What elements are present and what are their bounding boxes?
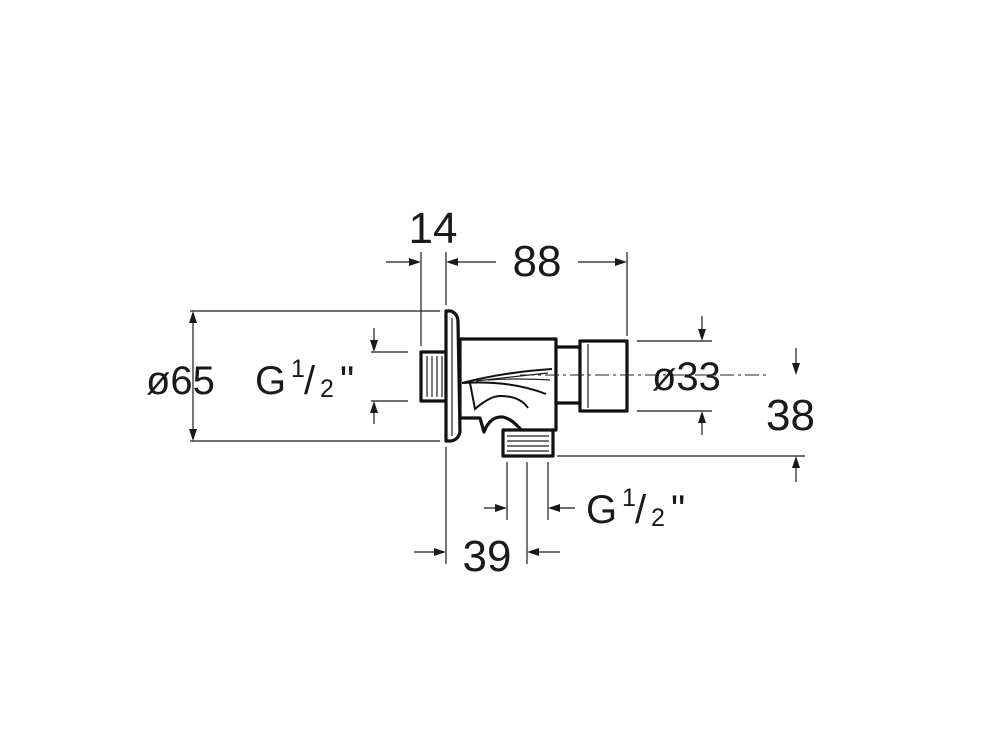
dimension-lines [189,252,805,564]
dim-cap-diameter: ø33 [652,355,721,399]
valve-part [419,309,770,458]
dim-outlet-offset: 39 [463,532,512,581]
svg-text:ø65: ø65 [146,359,215,403]
svg-text:2: 2 [320,375,334,403]
dim-flange-thickness: 14 [409,204,458,253]
dim-flange-diameter-label: ø65 G 1 / 2 " [146,355,354,403]
valve-body [458,337,558,442]
dim-outlet-height: 38 [766,391,815,440]
push-cap [554,339,629,413]
svg-text:G: G [255,359,286,403]
dim-outlet-thread-label: G 1 / 2 " [586,484,685,532]
svg-text:2: 2 [651,504,665,532]
svg-text:/: / [304,359,316,403]
svg-text:G: G [586,488,617,532]
svg-text:": " [340,359,354,403]
svg-text:1: 1 [291,355,305,383]
svg-text:": " [671,488,685,532]
inlet-thread-stub [419,350,448,403]
wall-flange [444,309,462,443]
outlet-thread-stub [501,428,555,458]
dim-body-length: 88 [513,237,562,286]
svg-text:/: / [635,488,647,532]
svg-text:1: 1 [622,484,636,512]
